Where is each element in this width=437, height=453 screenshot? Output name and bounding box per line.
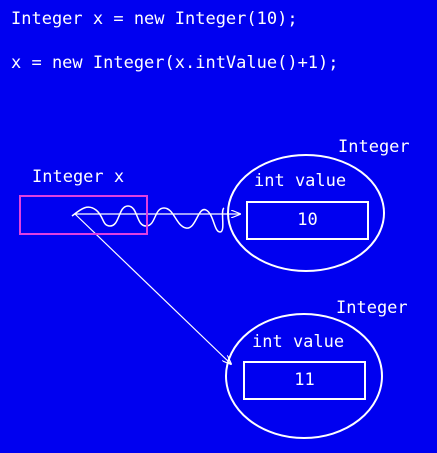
- object-2-value-box: 11: [243, 361, 366, 400]
- object-1-value-box: 10: [246, 201, 369, 240]
- object-2-field-label: int value: [252, 332, 345, 352]
- variable-box: [19, 195, 148, 235]
- code-line-1: Integer x = new Integer(10);: [11, 9, 298, 29]
- code-line-2: x = new Integer(x.intValue()+1);: [11, 53, 339, 73]
- new-reference-arrow: [74, 213, 231, 364]
- object-1-class-label: Integer: [338, 137, 410, 157]
- object-2-class-label: Integer: [336, 298, 408, 318]
- object-1-field-label: int value: [254, 171, 347, 191]
- variable-label: Integer x: [32, 167, 125, 187]
